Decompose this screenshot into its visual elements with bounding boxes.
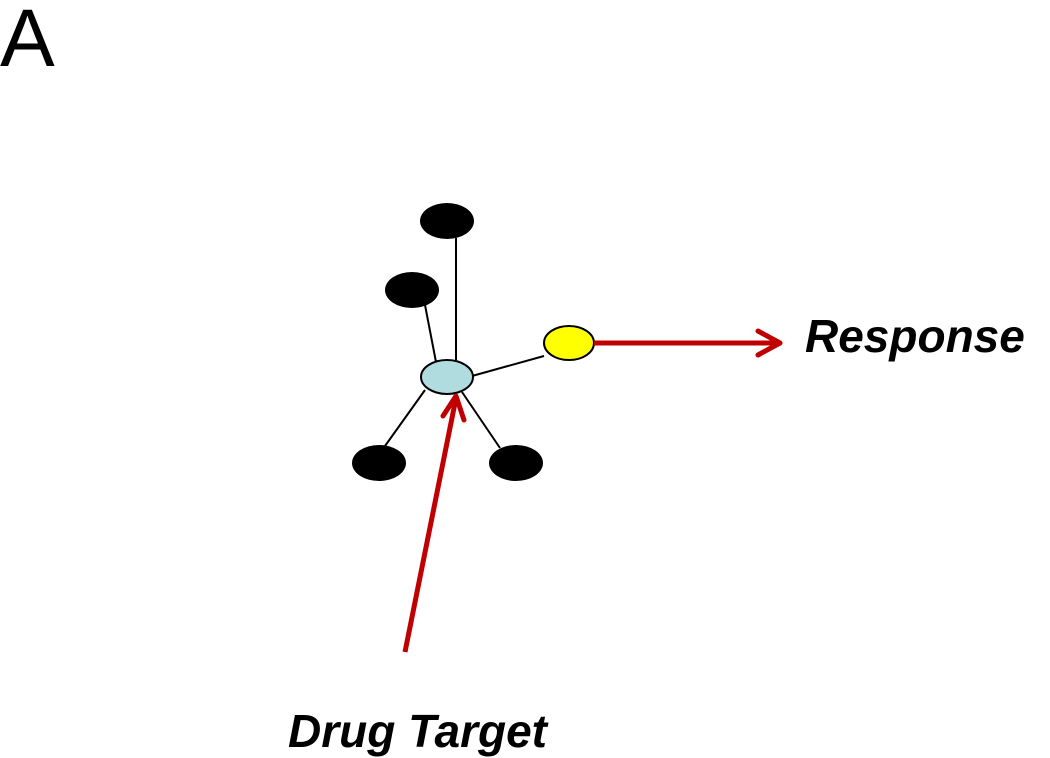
peripheral-node-upper-left [385, 272, 439, 308]
response-label: Response [805, 310, 1025, 362]
drug-target-hub-node [420, 359, 474, 395]
edge-hub-lower-left [384, 389, 426, 447]
response-arrowhead [755, 328, 783, 358]
drug-target-arrow-line [402, 397, 459, 653]
edge-hub-response-node [471, 355, 545, 377]
panel-label: A [0, 0, 55, 84]
drug-target-label: Drug Target [288, 705, 549, 757]
edge-hub-upper-left [424, 304, 437, 363]
peripheral-node-lower-right [489, 445, 543, 481]
peripheral-node-lower-left [352, 445, 406, 481]
drug-target-arrowhead [440, 393, 467, 423]
edge-hub-lower-right [461, 391, 501, 449]
response-node [543, 325, 595, 361]
peripheral-node-top [420, 203, 474, 239]
